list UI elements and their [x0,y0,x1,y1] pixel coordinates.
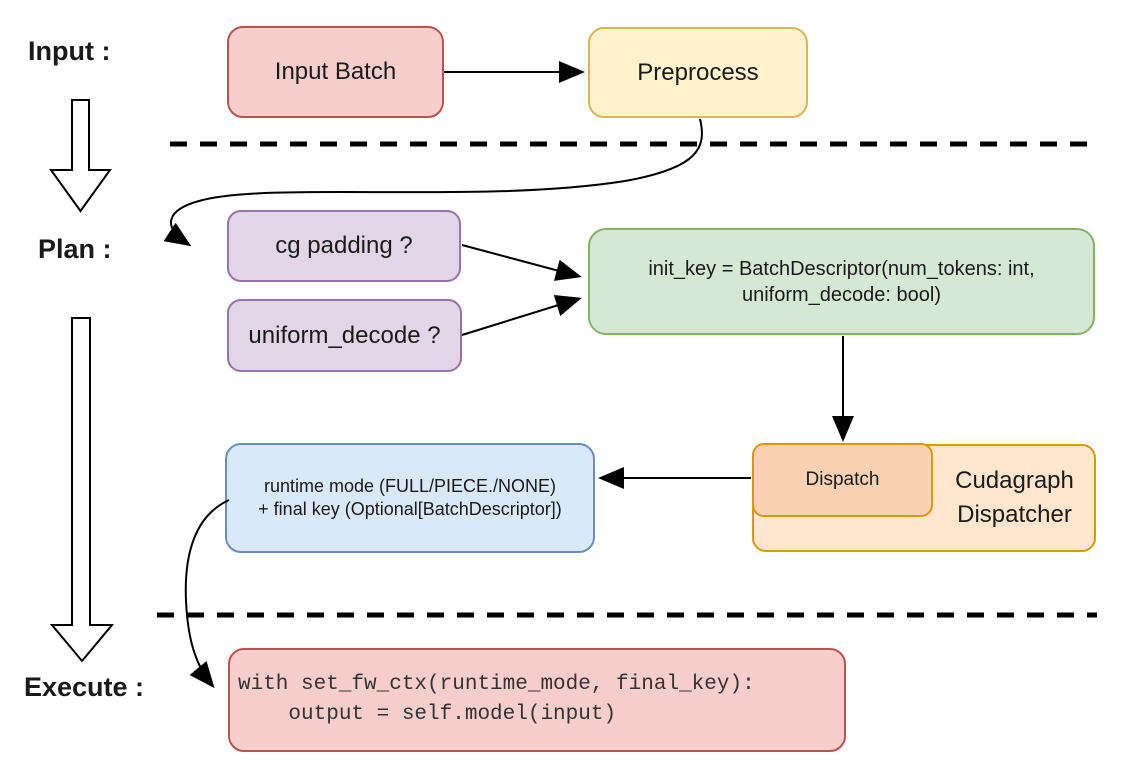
arrow-uniform-decode-to-init-key [461,295,582,336]
arrow-runtime-mode-to-execute-code [184,499,230,689]
uniform-decode-node: uniform_decode ? [227,299,462,372]
cudagraph-dispatcher-label: Cudagraph Dispatcher [933,444,1096,552]
runtime-mode-node: runtime mode (FULL/PIECE./NONE) + final … [225,443,595,553]
cudagraph-dispatcher-line2: Dispatcher [957,501,1072,528]
init-key-line1: init_key = BatchDescriptor(num_tokens: i… [648,257,1035,280]
stage-label-input: Input : [28,36,111,66]
cudagraph-dispatcher-line1: Cudagraph [955,467,1074,495]
input-to-plan-down-arrow-icon [49,99,112,213]
init-key-node: init_key = BatchDescriptor(num_tokens: i… [588,228,1095,335]
dispatch-node: Dispatch [752,443,933,517]
preprocess-label: Preprocess [637,58,759,86]
runtime-mode-line1: runtime mode (FULL/PIECE./NONE) [263,475,557,496]
input-batch-label: Input Batch [274,58,397,86]
cg-padding-label: cg padding ? [275,232,413,260]
runtime-mode-line2: + final key (Optional[BatchDescriptor]) [258,499,562,519]
preprocess-node: Preprocess [588,27,808,118]
cg-padding-node: cg padding ? [227,210,461,282]
execute-code-line1: with set_fw_ctx(runtime_mode, final_key)… [238,672,755,696]
execute-code-node: with set_fw_ctx(runtime_mode, final_key)… [228,648,846,752]
arrow-cg-padding-to-init-key [461,244,582,281]
execute-code-line2: output = self.model(input) [238,703,617,726]
stage-label-execute: Execute : [24,672,145,702]
input-batch-node: Input Batch [227,26,444,118]
plan-to-execute-down-arrow-icon [49,317,115,663]
uniform-decode-label: uniform_decode ? [248,321,441,349]
dispatch-label: Dispatch [805,468,880,490]
stage-label-plan: Plan : [38,234,112,264]
init-key-line2: uniform_decode: bool) [741,283,941,306]
